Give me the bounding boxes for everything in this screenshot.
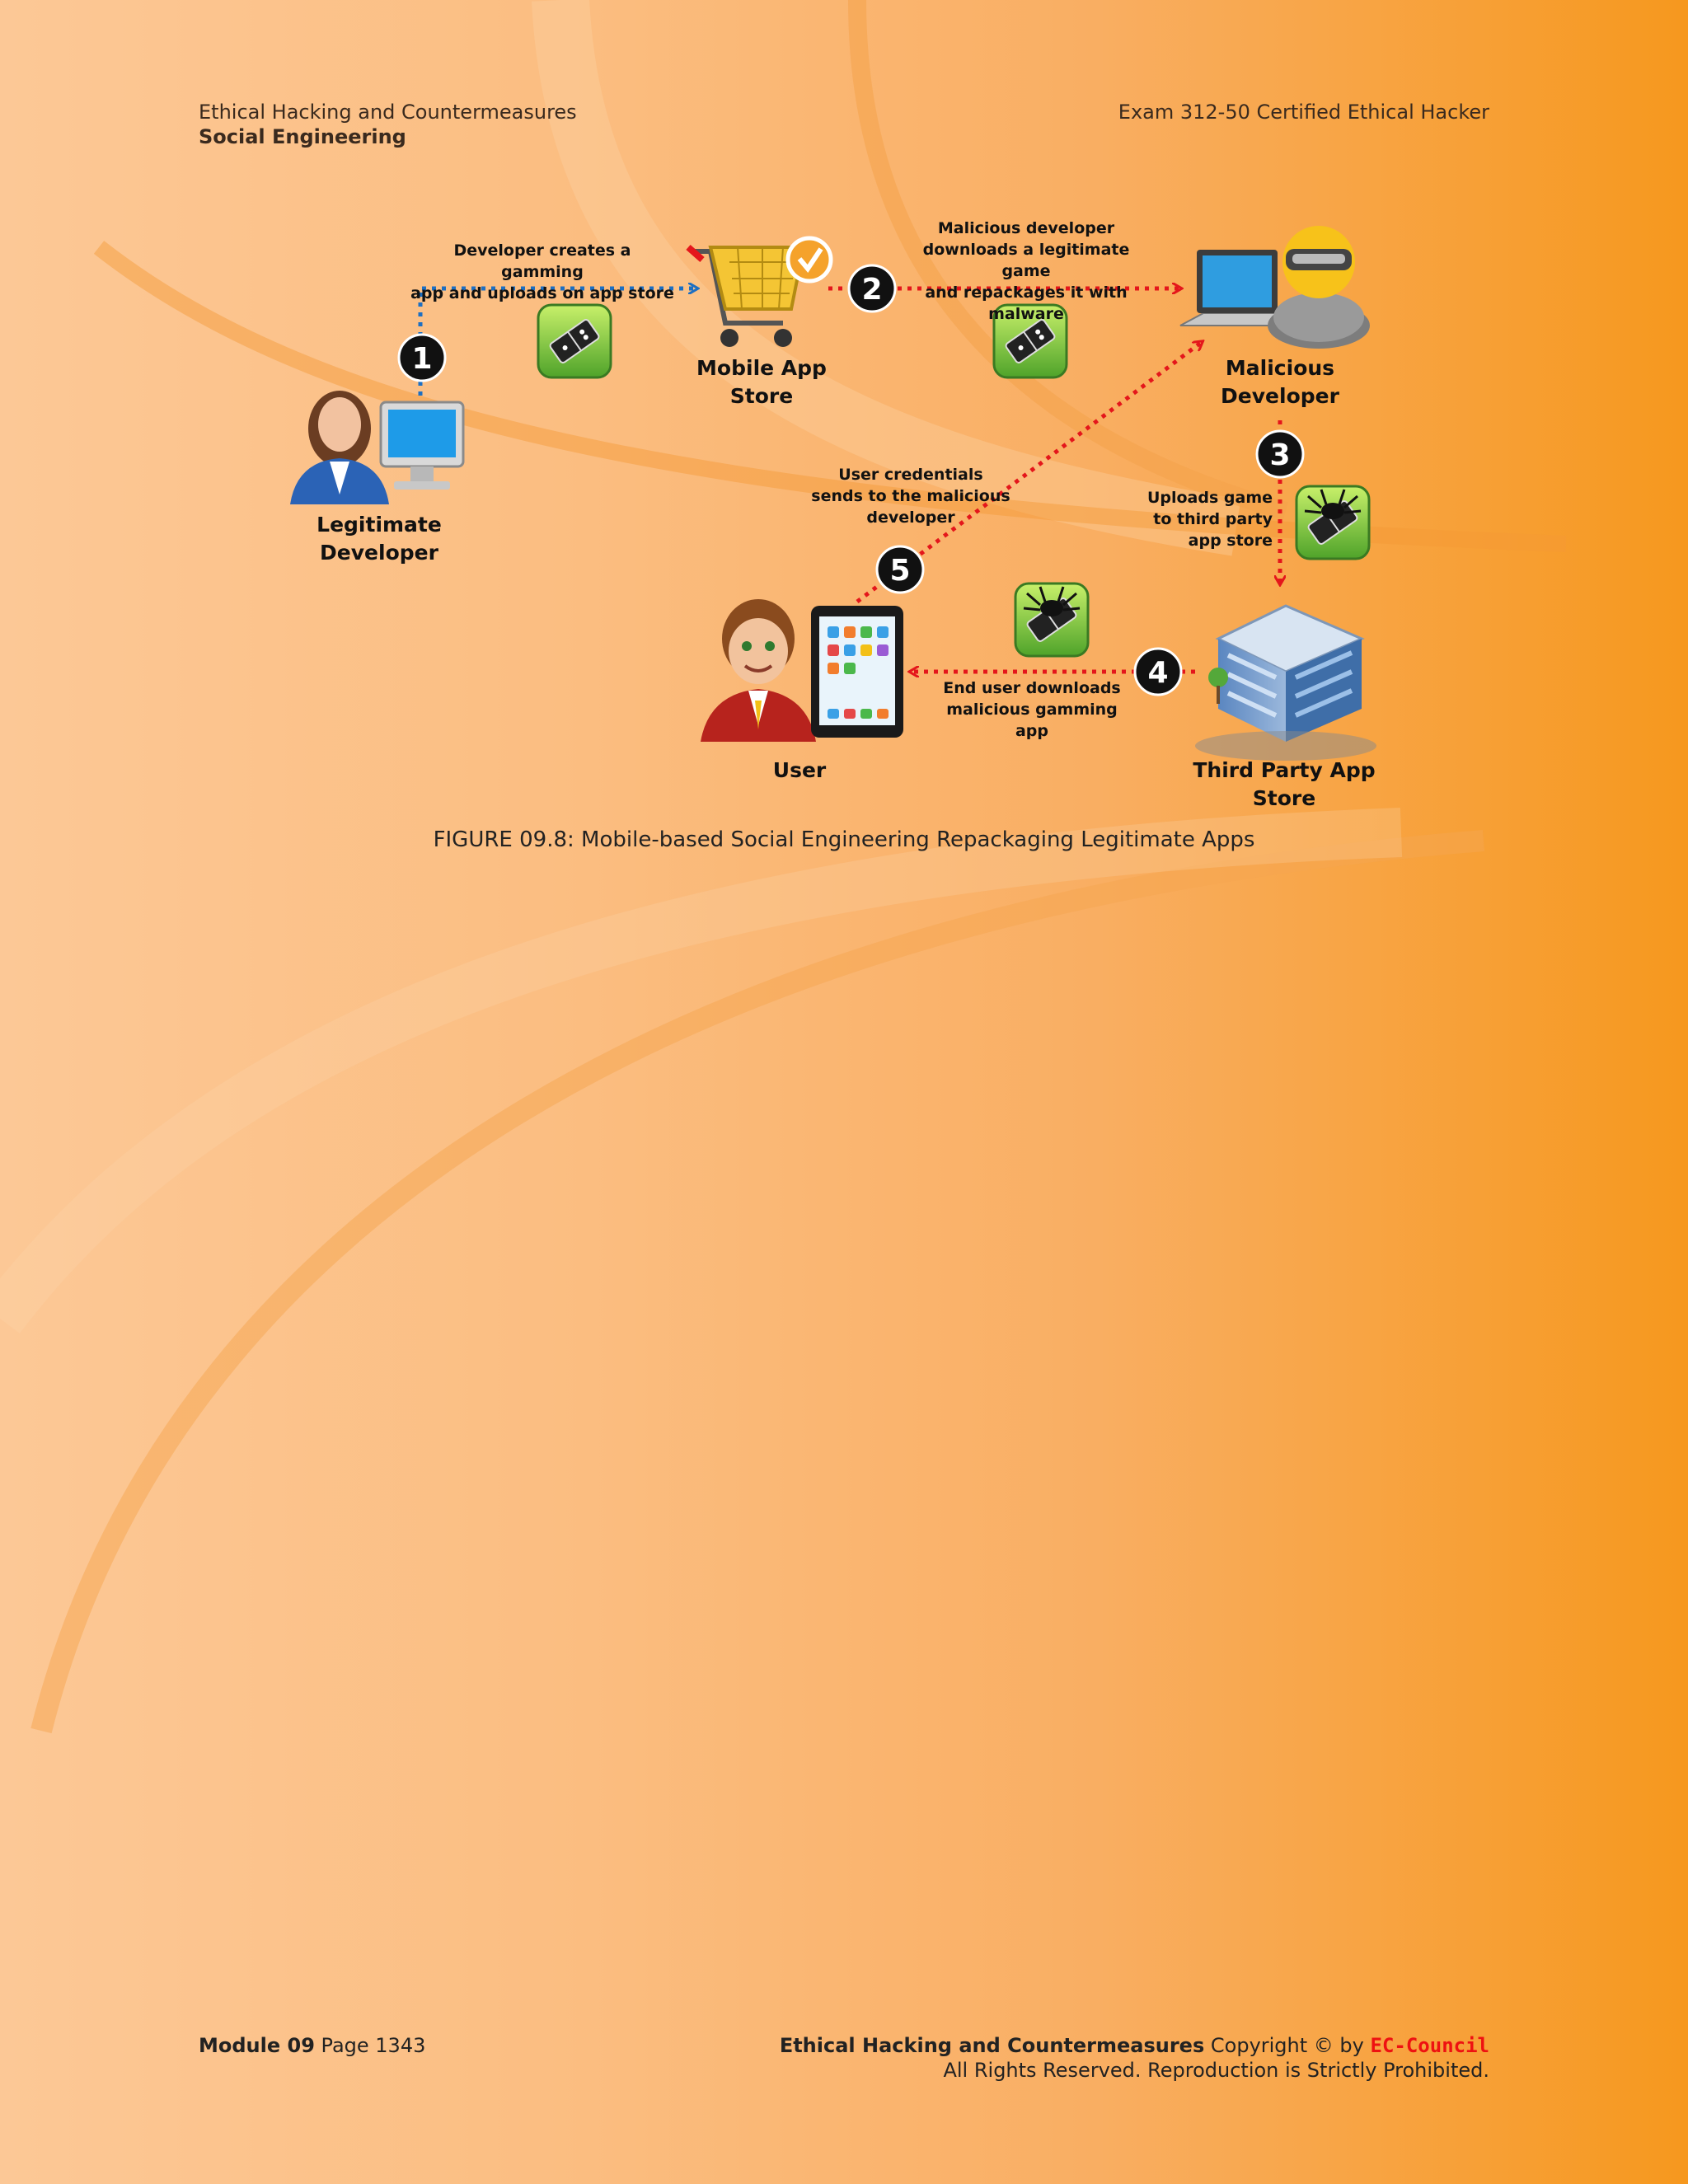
mobile-app-store-label: Mobile App Store xyxy=(696,356,827,408)
svg-text:1: 1 xyxy=(411,342,432,376)
step-1-text: Developer creates a gamming app and uplo… xyxy=(410,241,674,302)
course-title: Ethical Hacking and Countermeasures xyxy=(199,101,577,124)
module-number: Module 09 xyxy=(199,2034,315,2057)
step-5-text: User credentials sends to the malicious … xyxy=(811,466,1010,527)
step-badge-2: 2 xyxy=(847,264,897,313)
module-title: Social Engineering xyxy=(199,125,406,148)
figure-caption: FIGURE 09.8: Mobile-based Social Enginee… xyxy=(433,827,1255,852)
exam-title: Exam 312-50 Certified Ethical Hacker xyxy=(1118,101,1489,124)
copyright-text: Copyright © by xyxy=(1210,2034,1364,2057)
svg-text:2: 2 xyxy=(861,273,882,307)
user-icon xyxy=(701,599,816,742)
third-party-store-icon xyxy=(1195,604,1376,761)
tablet-icon xyxy=(811,606,903,738)
page-number: Page 1343 xyxy=(321,2034,426,2057)
svg-text:4: 4 xyxy=(1147,656,1168,690)
third-party-store-label: Third Party App Store xyxy=(1193,758,1376,810)
step-badge-1: 1 xyxy=(397,333,447,382)
ec-council-logo: EC-Council xyxy=(1370,2034,1490,2057)
step-badge-5: 5 xyxy=(875,545,925,594)
repackaging-diagram: 1 2 3 4 5 xyxy=(290,226,1376,761)
user-label: User xyxy=(772,758,827,782)
step-3-text: Uploads game to third party app store xyxy=(1146,489,1273,550)
footer-left: Module 09 Page 1343 xyxy=(199,2033,425,2058)
svg-text:5: 5 xyxy=(889,554,910,588)
game-app-icon xyxy=(537,303,612,379)
rights-text: All Rights Reserved. Reproduction is Str… xyxy=(943,2059,1489,2082)
svg-text:3: 3 xyxy=(1269,438,1290,472)
step-2-text: Malicious developer downloads a legitima… xyxy=(922,219,1130,323)
legitimate-developer-label: Legitimate Developer xyxy=(316,513,442,565)
footer-course: Ethical Hacking and Countermeasures xyxy=(779,2034,1205,2057)
infected-game-app-icon xyxy=(1014,582,1090,658)
legitimate-developer-icon xyxy=(290,391,465,504)
step-badge-4: 4 xyxy=(1133,647,1183,696)
step-badge-3: 3 xyxy=(1255,429,1305,479)
malicious-developer-icon xyxy=(1179,226,1370,349)
infected-game-app-icon xyxy=(1295,485,1371,560)
step-4-text: End user downloads malicious gamming app xyxy=(943,679,1121,740)
footer-right: Ethical Hacking and Countermeasures Copy… xyxy=(780,2033,1489,2083)
malicious-developer-label: Malicious Developer xyxy=(1221,356,1339,408)
game-app-icon xyxy=(992,303,1068,379)
shopping-cart-icon xyxy=(686,236,833,347)
page-header-left: Ethical Hacking and Countermeasures Soci… xyxy=(199,100,577,149)
